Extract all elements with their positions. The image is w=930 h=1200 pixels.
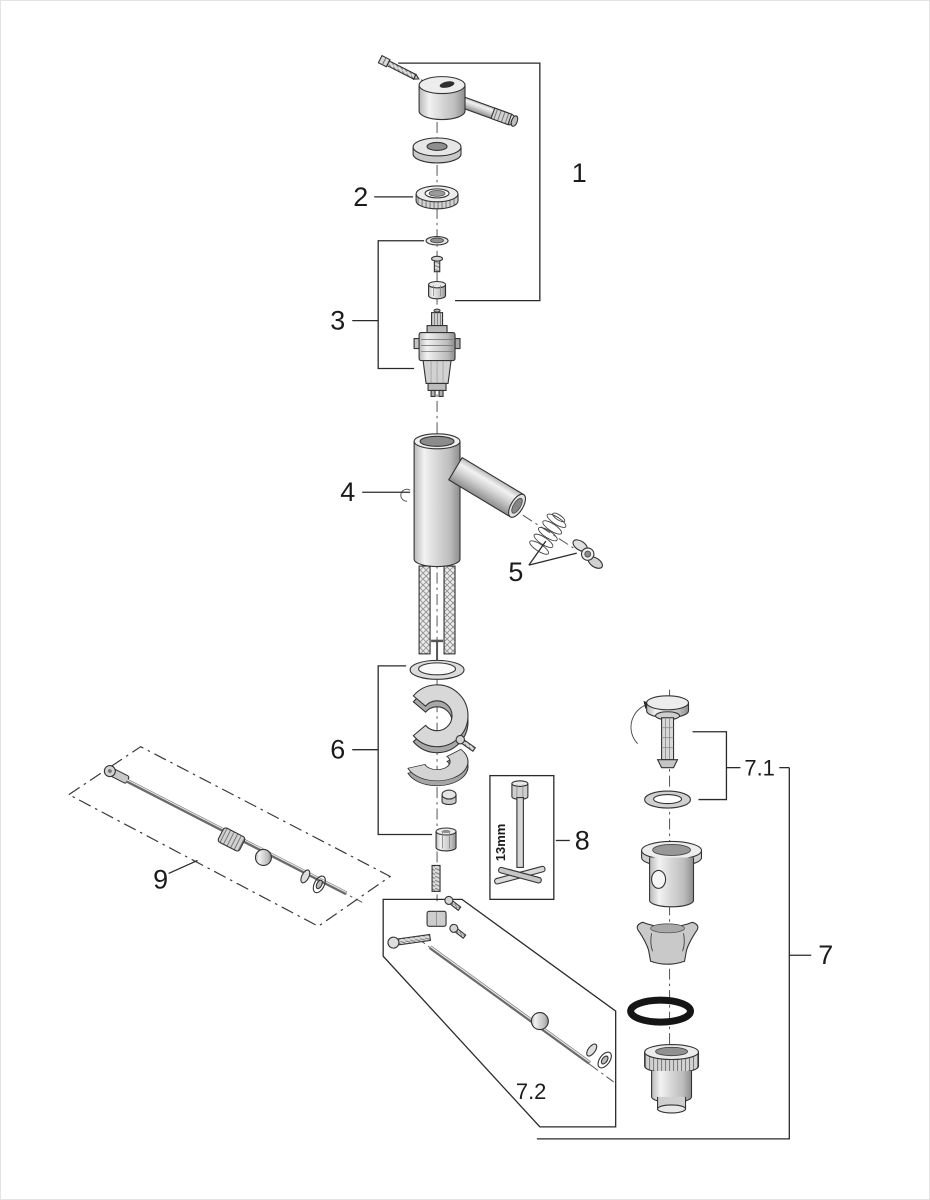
- wrench-size-label: 13mm: [493, 824, 508, 862]
- threaded-studs: [418, 565, 456, 655]
- rotate-arrow-icon: [630, 701, 652, 745]
- clevis-screw-top: [444, 895, 462, 912]
- callout-3: 3: [330, 306, 345, 336]
- leader-5a: [528, 540, 547, 566]
- fork-screw: [455, 734, 477, 752]
- callout-7: 7: [818, 940, 833, 970]
- leader-5b: [528, 552, 577, 566]
- faucet-body: [400, 433, 527, 568]
- bracket-7: [536, 767, 790, 1140]
- logo-oval-icon: [439, 81, 455, 88]
- plug-washer: [644, 790, 692, 809]
- callout-2: 2: [353, 182, 368, 212]
- socket-wrench: [494, 780, 546, 885]
- set-screw: [377, 54, 420, 80]
- callout-lines: [168, 62, 812, 1140]
- pop-up-rod-group: [67, 745, 392, 927]
- tool-box: 13mm: [489, 774, 555, 901]
- hex-nut: [435, 827, 457, 852]
- adjuster-knob: [387, 933, 432, 949]
- callout-9: 9: [153, 864, 168, 894]
- overflow-hole: [651, 869, 667, 889]
- t-pin: [431, 639, 444, 663]
- rod-ball: [530, 1012, 549, 1031]
- callout-1: 1: [572, 158, 587, 188]
- group-outline: [382, 898, 617, 1128]
- knurled-adjuster: [217, 827, 246, 852]
- mounting-ring-nut: [415, 185, 459, 210]
- aerator-spring: [529, 512, 567, 555]
- bracket-7-1: [692, 731, 728, 801]
- callout-5: 5: [508, 557, 523, 587]
- lever-handle: [418, 76, 519, 127]
- mounting-claw: [412, 684, 469, 754]
- callout-8: 8: [575, 825, 590, 855]
- dash-dot-frame: [67, 745, 392, 927]
- bracket-3: [377, 240, 425, 370]
- rod-washer-large: [312, 875, 326, 894]
- leader-9: [168, 859, 198, 875]
- callout-7-2: 7.2: [516, 1079, 547, 1104]
- rod-washer-small: [586, 1043, 598, 1057]
- callout-labels: 1 2 3 4 5 6 7 7.1 7.2 8 9: [153, 158, 833, 1104]
- callout-6: 6: [330, 735, 345, 765]
- rod-clevis-block: [426, 910, 447, 927]
- lever-rod: [428, 945, 591, 1065]
- aerator-nozzle: [572, 539, 603, 569]
- rod-ball: [254, 848, 272, 866]
- callout-7-1: 7.1: [744, 756, 775, 781]
- lever-rod-group: [382, 895, 617, 1128]
- cap-dome-ring: [412, 137, 462, 164]
- cone-gasket: [636, 921, 699, 965]
- o-ring: [627, 996, 695, 1026]
- ceramic-cartridge: [413, 308, 461, 397]
- callout-4: 4: [340, 477, 355, 507]
- stem-screw: [431, 255, 444, 273]
- base-gasket: [409, 659, 465, 680]
- drain-body: [644, 1043, 700, 1114]
- clevis-screw-bottom: [449, 923, 467, 940]
- stud-bolt: [431, 864, 441, 892]
- stem-nut: [428, 280, 447, 300]
- drain-flange: [641, 840, 703, 908]
- rod-washer-large: [597, 1051, 612, 1069]
- spout: [448, 456, 527, 518]
- rod-washer-small: [300, 869, 311, 884]
- stem-ring: [425, 236, 449, 246]
- mounting-fork: [407, 748, 469, 787]
- pop-up-hook: [400, 488, 411, 502]
- bracket-1: [398, 62, 541, 302]
- pop-up-plug: [630, 695, 690, 769]
- cap-nut: [441, 789, 457, 806]
